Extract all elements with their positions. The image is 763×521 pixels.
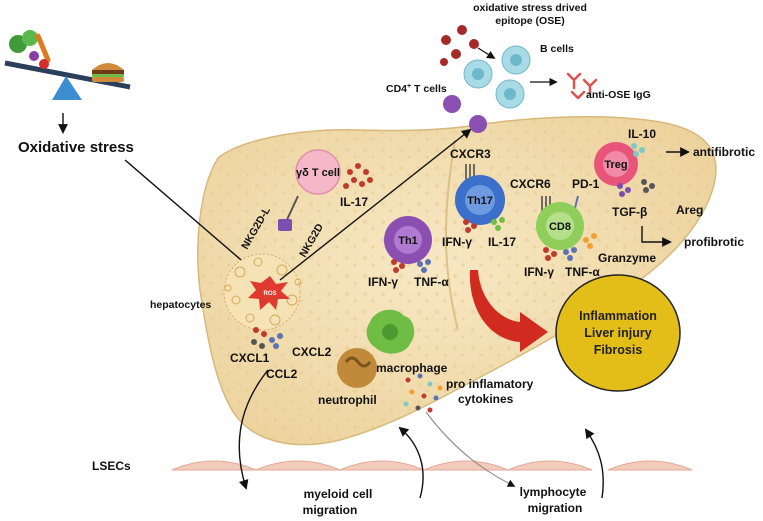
b-cells [463, 45, 531, 109]
burst-star-icon: ROS [248, 276, 290, 310]
th17-cell: Th17 [455, 175, 505, 225]
cxcr3-label: CXCR3 [450, 147, 491, 161]
profibrotic-label: profibrotic [684, 235, 744, 249]
pro-inflammatory-label-1: pro inflamatory [446, 377, 534, 391]
outcome-line-1: Inflammation [579, 309, 657, 323]
th1-cytokines [391, 259, 431, 273]
liver [197, 116, 717, 446]
b-cells-label: B cells [540, 43, 574, 55]
pro-inflammatory-cytokine-dots [403, 373, 443, 413]
il10-label: IL-10 [628, 127, 656, 141]
macrophage-label: macrophage [376, 361, 448, 375]
th17-cytokines [463, 217, 505, 233]
il17-dots-a [343, 163, 373, 189]
lymphocyte-label-2: migration [528, 501, 583, 515]
outcome-line-3: Fibrosis [594, 343, 643, 357]
myeloid-label-1: myeloid cell [304, 487, 373, 501]
gd-t-cell: γδ T cell [295, 149, 341, 195]
granzyme-label: Granzyme [598, 251, 656, 265]
cxcl1-label: CXCL1 [230, 351, 270, 365]
th17-label: Th17 [467, 195, 493, 207]
antifibrotic-label: antifibrotic [693, 145, 755, 159]
cd8-cell: CD8 [536, 202, 584, 250]
cd8-cytokines [543, 233, 597, 261]
ccl2-label: CCL2 [266, 367, 298, 381]
anti-ose-igg-label: anti-OSE IgG [586, 89, 651, 101]
ros-label: ROS [263, 291, 276, 297]
hepatocytes-label: hepatocytes [150, 299, 211, 311]
treg-label: Treg [604, 159, 627, 171]
outcome-circle: Inflammation Liver injury Fibrosis [555, 274, 681, 392]
chemokine-dots [251, 327, 283, 349]
ifn-g-th17-label: IFN-γ [442, 235, 472, 249]
cxcl2-label: CXCL2 [292, 345, 332, 359]
neutrophil-cell [337, 348, 377, 388]
outcome-line-2: Liver injury [584, 326, 651, 340]
treg-cell: Treg [594, 142, 638, 186]
burger-icon [92, 63, 124, 82]
lsecs-label: LSECs [92, 459, 131, 473]
macrophage-cell [366, 309, 415, 354]
seesaw-scale-icon [4, 30, 131, 100]
neutrophil-label: neutrophil [318, 393, 377, 407]
gd-t-cell-label: γδ T cell [296, 167, 340, 179]
tgf-b-label: TGF-β [612, 205, 647, 219]
il17-label-b: IL-17 [488, 235, 516, 249]
cxcr6-label: CXCR6 [510, 177, 551, 191]
cd4-t-cells [443, 95, 487, 133]
pro-inflammatory-label-2: cytokines [458, 392, 514, 406]
lymphocyte-label-1: lymphocyte [520, 485, 587, 499]
ifn-g-th1-label: IFN-γ [368, 275, 398, 289]
treg-cytokines [617, 143, 655, 197]
myeloid-label-2: migration [303, 503, 358, 517]
th1-cell: Th1 [384, 216, 432, 264]
vegetables-icon [9, 30, 51, 69]
areg-label: Areg [676, 203, 703, 217]
ose-dots [440, 25, 479, 66]
th1-label: Th1 [398, 235, 418, 247]
cd4-t-cells-label: CD4+ T cells [386, 83, 447, 95]
receptor-icon [278, 195, 299, 231]
il17-label-a: IL-17 [340, 195, 368, 209]
ose-label-2: epitope (OSE) [495, 15, 564, 27]
red-arrow-icon [469, 270, 548, 352]
tnf-a-cd8-label: TNF-α [565, 265, 600, 279]
lsecs-row: LSECs [92, 459, 693, 473]
ifn-g-cd8-label: IFN-γ [524, 265, 554, 279]
anti-ose-igg-icon [566, 72, 598, 100]
oxidative-stress-label: Oxidative stress [18, 139, 134, 156]
ose-label-1: oxidative stress drived [473, 2, 587, 14]
tnf-a-th1-label: TNF-α [414, 275, 449, 289]
cd8-label: CD8 [549, 221, 571, 233]
pd1-label: PD-1 [572, 177, 600, 191]
